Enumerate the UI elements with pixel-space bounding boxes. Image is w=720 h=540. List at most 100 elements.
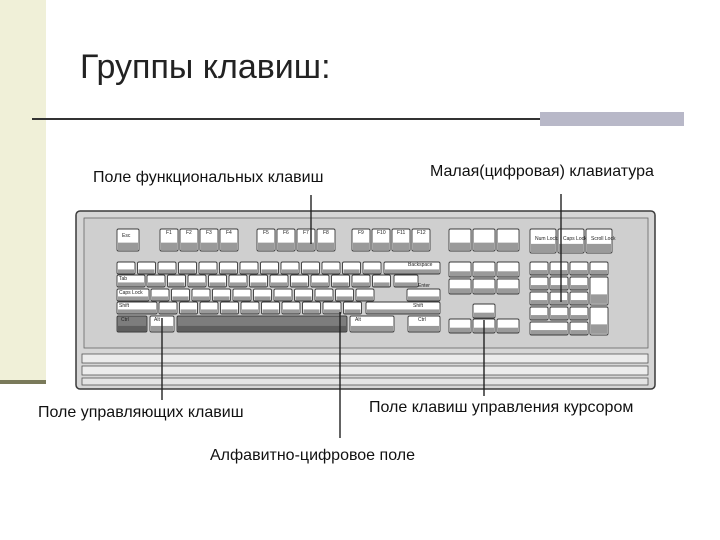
key-home-row-5-shade	[234, 296, 250, 301]
key-numpad-1-2-shade	[551, 270, 567, 275]
key-numpad-2-2-shade	[551, 285, 567, 290]
key-legend-tab: Tab	[119, 276, 127, 282]
alphanumeric-keys-group	[116, 261, 441, 333]
key-home-row-1-shade	[152, 296, 168, 301]
key-qwerty-row-12-shade	[373, 282, 390, 287]
key-numpad-4-4-shade	[591, 324, 607, 334]
key-numpad-1-3-shade	[571, 270, 587, 275]
key-f10-shade	[373, 242, 389, 251]
key-legend-f8: F8	[323, 230, 329, 236]
label-alphanumeric: Алфавитно-цифровое поле	[210, 447, 415, 464]
key-numpad-4-3-shade	[571, 315, 587, 320]
key-number-row-4-shade	[179, 269, 196, 274]
key-ctrl-left-shade	[118, 325, 146, 332]
key-numpad-2-1-shade	[531, 285, 547, 290]
key-number-row-9-shade	[282, 269, 298, 274]
key-qwerty-row-7-shade	[271, 282, 287, 287]
key-home-row-7-shade	[275, 296, 291, 301]
key-f4-shade	[221, 242, 237, 251]
key-legend-num-lock: Num Lock	[535, 236, 558, 242]
key-home-row-2-shade	[172, 296, 189, 301]
key-edit-1-shade	[450, 271, 470, 277]
key-home-row-10-shade	[336, 296, 353, 301]
title-divider-block	[540, 112, 684, 126]
key-legend-f1: F1	[166, 230, 172, 236]
key-bottom-row-6-shade	[262, 309, 279, 314]
key-legend-shift-left: Shift	[119, 303, 130, 309]
key-indicator-2-shade	[559, 243, 583, 253]
key-legend-f11: F11	[397, 230, 405, 236]
key-f11-shade	[393, 242, 409, 251]
key-bottom-row-2-shade	[180, 309, 197, 314]
key-number-row-5-shade	[200, 269, 216, 274]
key-qwerty-row-4-shade	[209, 282, 226, 287]
lock-indicator-keys-group	[529, 228, 613, 254]
key-numpad-1-4-shade	[591, 270, 607, 275]
key-legend-f6: F6	[283, 230, 289, 236]
key-space-shade	[178, 325, 346, 332]
key-legend-backspace: Backspace	[408, 262, 433, 268]
key-number-row-2-shade	[138, 269, 155, 274]
key-shift-right-shade	[367, 309, 439, 314]
key-bottom-row-1-shade	[160, 309, 176, 314]
key-qwerty-row-5-shade	[230, 282, 246, 287]
title-divider-line	[32, 118, 544, 120]
key-f9-shade	[353, 242, 369, 251]
key-edit-4-shade	[450, 288, 470, 294]
key-f5-shade	[258, 242, 274, 251]
key-print-pause-1-shade	[450, 242, 470, 251]
key-bottom-row-9-shade	[324, 309, 340, 314]
key-legend-f4: F4	[226, 230, 232, 236]
key-numpad-3-3-shade	[571, 300, 587, 305]
key-f12-shade	[413, 242, 429, 251]
key-home-row-4-shade	[213, 296, 230, 301]
label-cursor-keys: Поле клавиш управления курсором	[369, 399, 634, 416]
key-number-row-11-shade	[323, 269, 339, 274]
key-numpad-2-3-shade	[571, 285, 587, 290]
key-legend-f3: F3	[206, 230, 212, 236]
key-numpad-4-2-shade	[551, 315, 567, 320]
slide-left-accent-rule	[0, 380, 46, 384]
key-numpad-5-3-shade	[571, 330, 587, 335]
key-bottom-row-10-shade	[344, 309, 361, 314]
key-backslash-shade	[395, 282, 417, 287]
key-legend-f2: F2	[186, 230, 192, 236]
label-control-keys: Поле управляющих клавиш	[38, 404, 244, 421]
key-print-pause-2-shade	[474, 242, 494, 251]
key-home-row-9-shade	[316, 296, 332, 301]
key-backspace-shade	[385, 269, 439, 274]
key-arrow-left-shade	[450, 327, 470, 333]
key-legend-caps-lock-indicator: Caps Lock	[563, 236, 587, 242]
key-legend-caps-lock: Caps Lock	[119, 290, 143, 296]
key-tab-shade	[118, 282, 144, 287]
key-legend-esc: Esc	[122, 233, 131, 239]
label-numeric-keypad: Малая(цифровая) клавиатура	[430, 163, 654, 180]
key-legend-f10: F10	[377, 230, 386, 236]
key-qwerty-row-11-shade	[353, 282, 369, 287]
key-legend-shift-right: Shift	[413, 303, 424, 309]
key-numpad-3-1-shade	[531, 300, 547, 305]
key-arrow-right-shade	[498, 327, 518, 333]
key-edit-6-shade	[498, 288, 518, 294]
key-number-row-1-shade	[118, 269, 134, 274]
key-numpad-4-1-shade	[531, 315, 547, 320]
key-qwerty-row-10-shade	[332, 282, 349, 287]
key-bottom-row-4-shade	[221, 309, 238, 314]
key-alt-right-shade	[351, 325, 393, 332]
label-function-keys: Поле функциональных клавиш	[93, 169, 324, 186]
key-numpad-5-1-shade	[531, 330, 567, 335]
key-home-row-6-shade	[254, 296, 271, 301]
key-numpad-2-4-shade	[591, 294, 607, 304]
key-legend-ctrl-right: Ctrl	[418, 317, 426, 323]
key-qwerty-row-8-shade	[291, 282, 308, 287]
key-shift-left-shade	[118, 309, 156, 314]
key-home-row-3-shade	[193, 296, 209, 301]
key-number-row-8-shade	[261, 269, 278, 274]
key-legend-alt-left: Alt	[154, 317, 160, 323]
key-bottom-row-7-shade	[283, 309, 299, 314]
key-numpad-1-1-shade	[531, 270, 547, 275]
key-qwerty-row-1-shade	[148, 282, 164, 287]
key-indicator-1-shade	[531, 243, 555, 253]
cursor-keys-group	[448, 228, 520, 334]
key-number-row-13-shade	[364, 269, 380, 274]
